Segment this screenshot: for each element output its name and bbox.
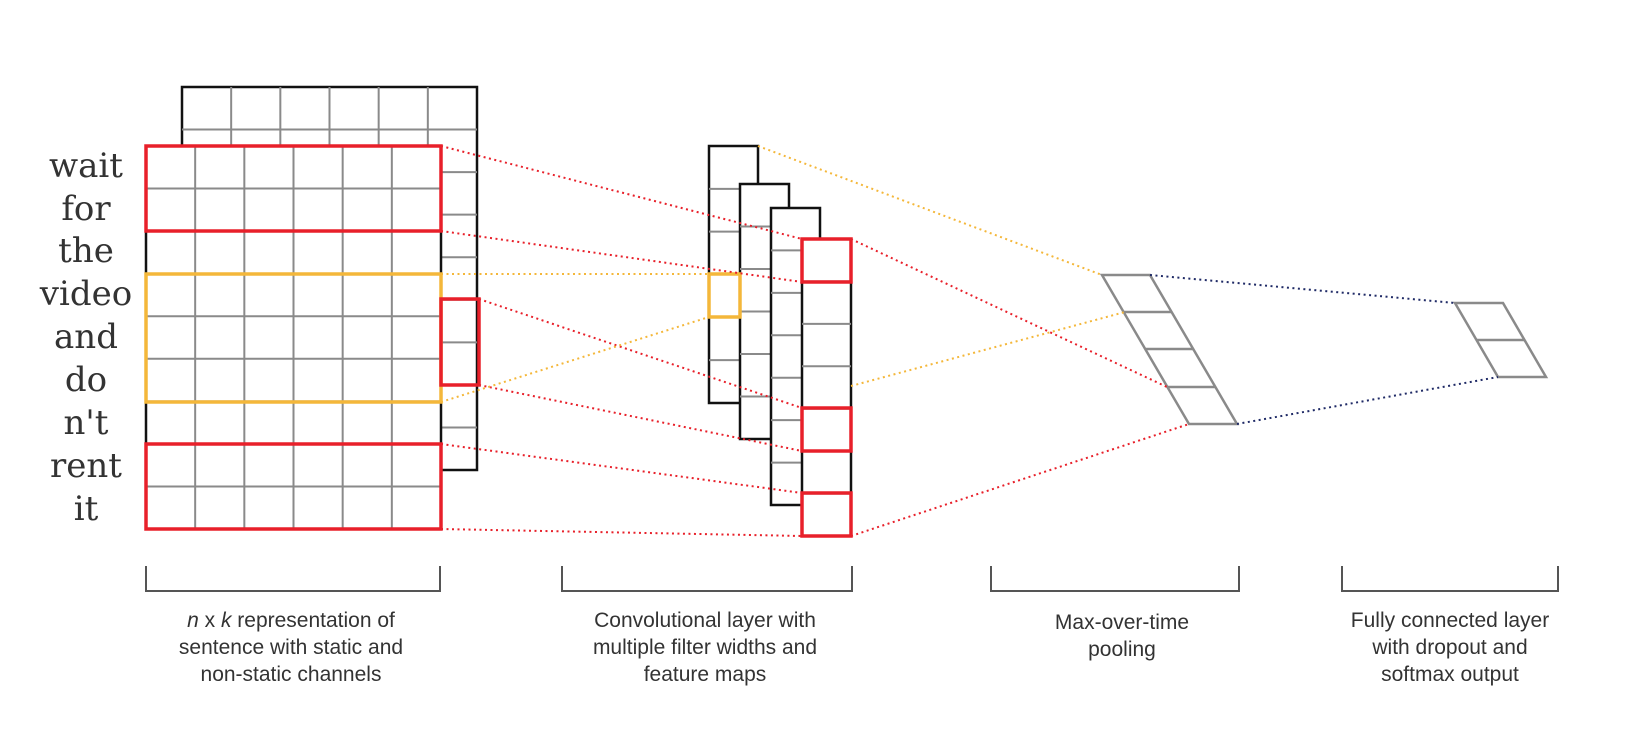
word-9: it bbox=[74, 489, 99, 529]
link-fc-bottom bbox=[1236, 376, 1499, 425]
link-pool-yellow-b bbox=[850, 311, 1126, 387]
caption-fc-line-3: softmax output bbox=[1381, 663, 1519, 686]
caption-input-line-2: sentence with static and bbox=[179, 636, 403, 659]
fully-connected-layer bbox=[1149, 274, 1549, 425]
caption-input-times: x bbox=[199, 609, 221, 632]
link-pool-yellow-a bbox=[757, 145, 1103, 276]
caption-conv-line-2: multiple filter widths and bbox=[593, 636, 817, 659]
caption-input-var-n: n bbox=[187, 609, 199, 632]
bracket-pool bbox=[990, 566, 1240, 592]
feature-map-4-frame bbox=[800, 237, 853, 538]
filter-region-red-bottom bbox=[144, 442, 443, 531]
word-2: for bbox=[61, 189, 111, 229]
caption-input: n x k representation of sentence with st… bbox=[179, 609, 403, 686]
feature-map-4 bbox=[800, 237, 853, 538]
feature-cell-red-3 bbox=[800, 491, 853, 538]
caption-pool-line-2: pooling bbox=[1088, 638, 1156, 661]
feature-maps bbox=[707, 144, 853, 538]
pooling-layer bbox=[1099, 273, 1240, 426]
word-8: rent bbox=[50, 446, 122, 486]
caption-pool-line-1: Max-over-time bbox=[1055, 611, 1189, 634]
link-yellow-b bbox=[440, 316, 710, 403]
caption-input-line-1: n x k representation of bbox=[187, 609, 395, 632]
bracket-input bbox=[145, 566, 441, 592]
filter-region-red-side bbox=[439, 297, 481, 387]
output-vector bbox=[1452, 301, 1549, 379]
caption-fc-line-1: Fully connected layer bbox=[1351, 609, 1549, 632]
caption-pool: Max-over-time pooling bbox=[1055, 611, 1189, 661]
bracket-conv bbox=[561, 566, 853, 592]
link-pool-red-a bbox=[850, 238, 1168, 388]
link-red-1a bbox=[440, 145, 803, 240]
link-pool-red-b bbox=[850, 423, 1190, 537]
caption-input-var-k: k bbox=[221, 609, 233, 632]
bracket-fc bbox=[1341, 566, 1559, 592]
link-red-2a bbox=[478, 298, 803, 409]
caption-conv-line-3: feature maps bbox=[644, 663, 767, 686]
word-7: n't bbox=[64, 403, 109, 443]
caption-fc: Fully connected layer with dropout and s… bbox=[1351, 609, 1549, 686]
input-to-conv-connections bbox=[440, 145, 803, 537]
non-static-channel bbox=[144, 144, 443, 531]
input-matrix bbox=[144, 85, 481, 531]
link-red-1b bbox=[440, 230, 803, 283]
word-6: do bbox=[65, 360, 107, 400]
word-1: wait bbox=[49, 146, 123, 186]
feature-cell-red-2 bbox=[800, 406, 853, 453]
caption-conv: Convolutional layer with multiple filter… bbox=[593, 609, 817, 686]
caption-fc-line-2: with dropout and bbox=[1371, 636, 1527, 659]
word-3: the bbox=[58, 231, 114, 271]
word-4: video bbox=[39, 274, 132, 314]
word-5: and bbox=[54, 317, 118, 357]
link-fc-top bbox=[1149, 274, 1456, 304]
conv-to-pool-connections bbox=[757, 145, 1190, 537]
caption-input-line-3: non-static channels bbox=[201, 663, 382, 686]
section-brackets bbox=[145, 566, 1559, 592]
filter-region-red-top bbox=[144, 144, 443, 233]
link-red-3b bbox=[440, 528, 803, 537]
caption-conv-line-1: Convolutional layer with bbox=[594, 609, 816, 632]
feature-cell-yellow bbox=[707, 272, 742, 319]
link-red-3a bbox=[440, 443, 803, 494]
feature-cell-red-1 bbox=[800, 237, 853, 284]
caption-input-rest: representation of bbox=[231, 609, 395, 632]
sentence-words: wait for the video and do n't rent it bbox=[39, 146, 132, 529]
